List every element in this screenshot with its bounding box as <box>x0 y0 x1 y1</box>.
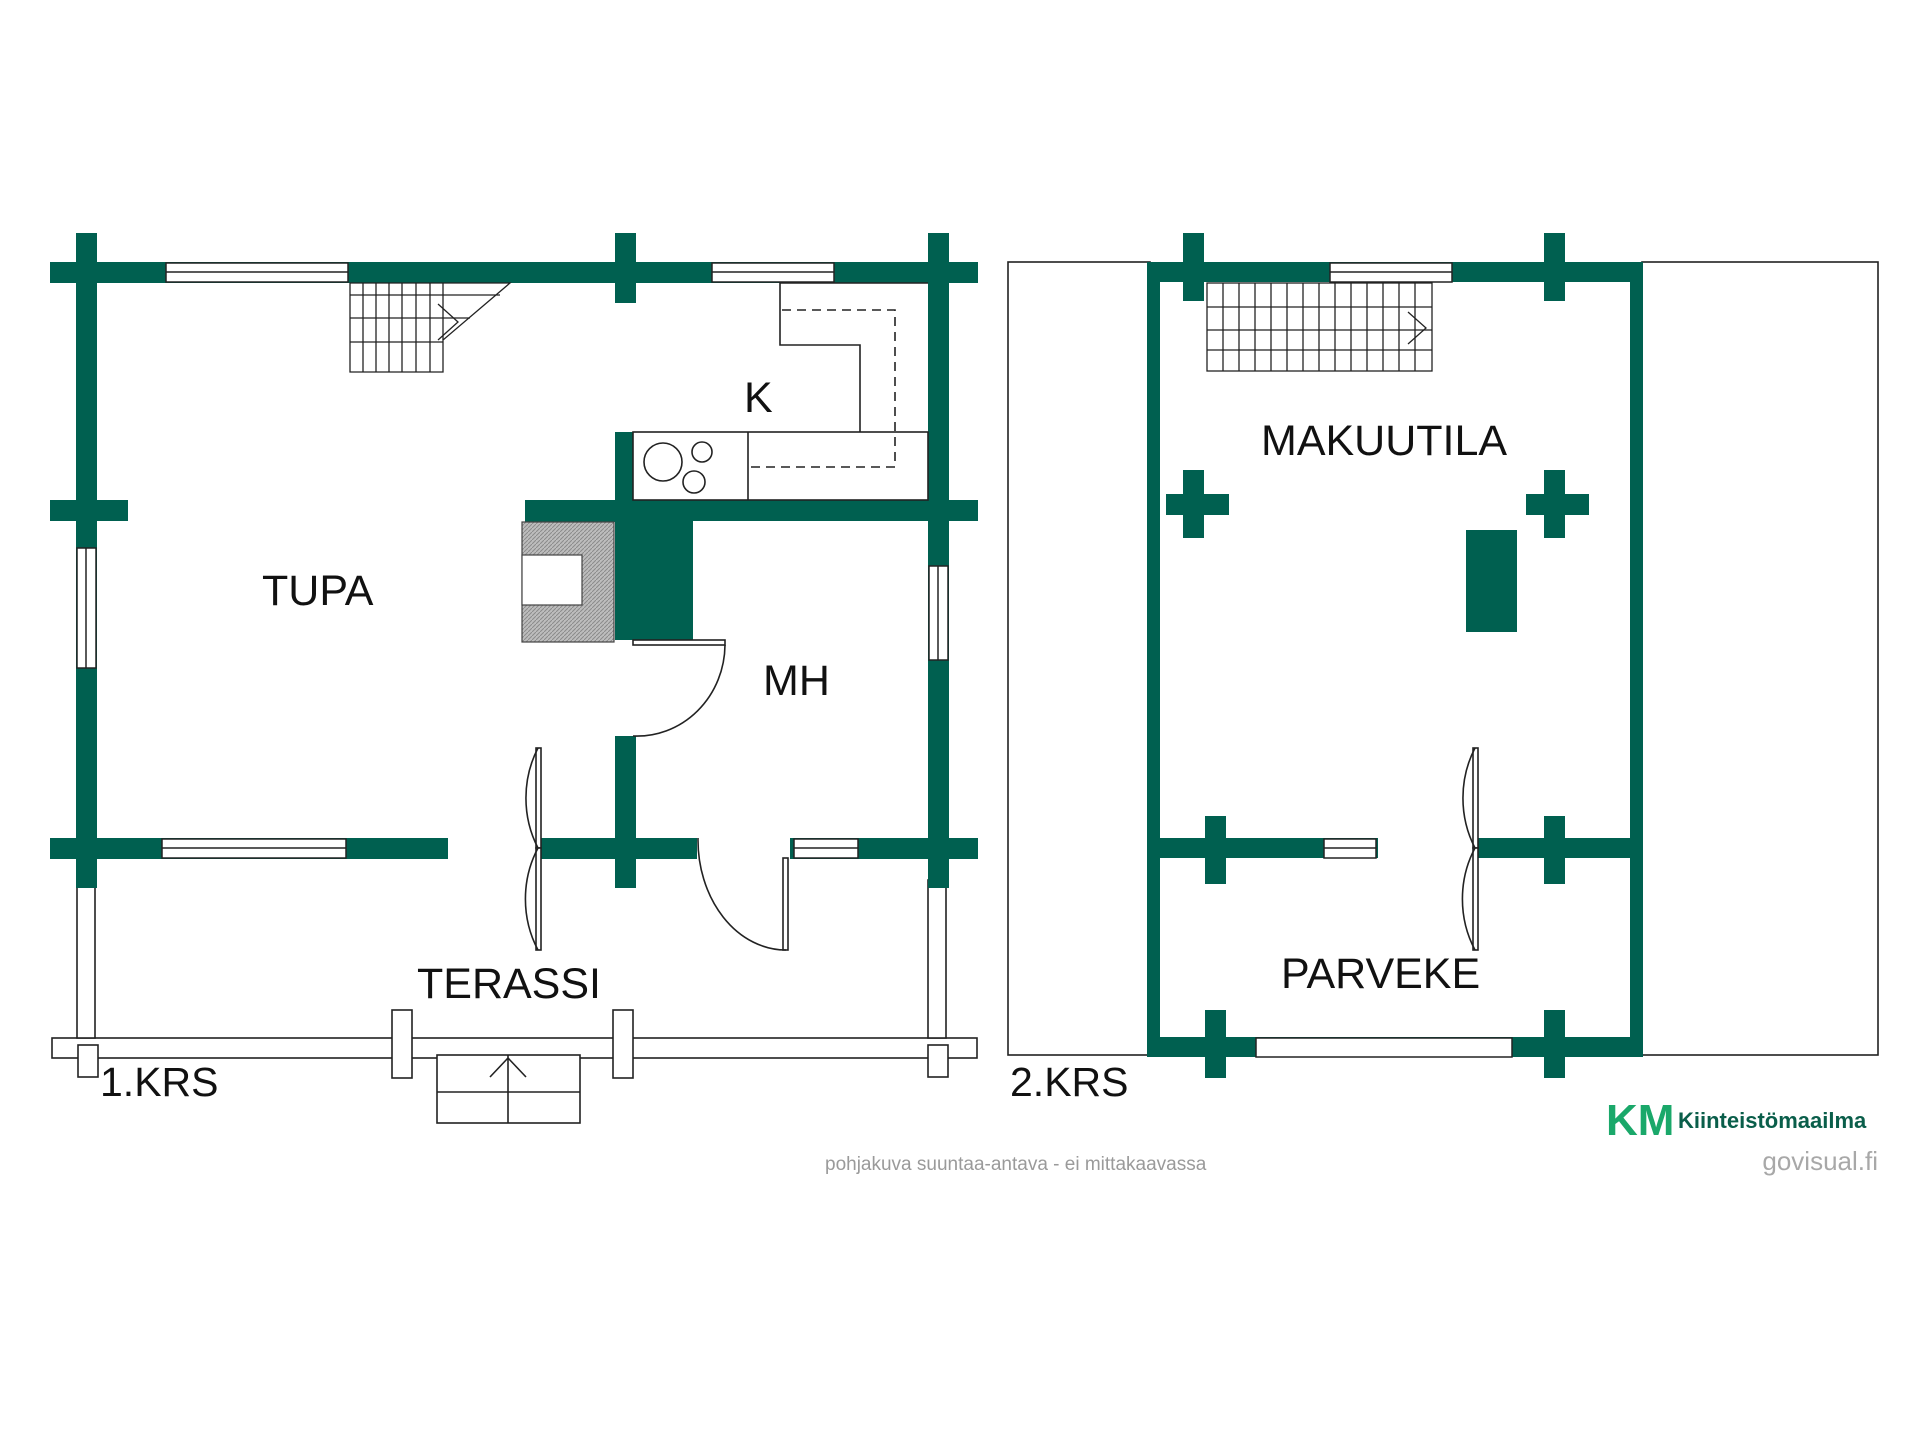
second-floor-stairs <box>1206 282 1433 372</box>
first-floor-doors <box>524 639 789 951</box>
second-floor-windows <box>1255 262 1513 1058</box>
room-label-tupa: TUPA <box>262 567 374 615</box>
website-label: govisual.fi <box>1762 1146 1878 1176</box>
entrance-steps <box>436 1054 581 1124</box>
kitchen-counter <box>632 282 929 501</box>
balcony-door <box>1378 747 1479 951</box>
first-floor-walls <box>50 233 978 888</box>
second-floor-plan: MAKUUTILA PARVEKE 2.KRS <box>1007 233 1879 1105</box>
roof-slopes <box>1007 261 1879 1056</box>
terrace-railing <box>51 879 978 1079</box>
brand-name: Kiinteistömaailma <box>1678 1108 1867 1133</box>
disclaimer-note: pohjakuva suuntaa-antava - ei mittakaava… <box>825 1154 1207 1175</box>
room-label-kitchen: K <box>744 374 773 422</box>
floor-label-second: 2.KRS <box>1010 1059 1129 1105</box>
room-label-mh: MH <box>763 657 830 705</box>
room-label-terassi: TERASSI <box>417 960 601 1008</box>
logo-mark: KM <box>1606 1096 1674 1145</box>
fireplace <box>521 521 615 643</box>
first-floor-door-openings <box>448 642 790 860</box>
room-label-parveke: PARVEKE <box>1281 950 1480 998</box>
first-floor-stairs <box>349 282 512 373</box>
first-floor-plan: TUPA K MH TERASSI 1.KRS <box>50 233 978 1124</box>
kiinteistomaailma-logo: KM Kiinteistömaailma <box>1606 1096 1867 1145</box>
room-label-makuutila: MAKUUTILA <box>1261 417 1507 465</box>
floor-label-first: 1.KRS <box>100 1059 219 1105</box>
first-floor-windows <box>76 262 949 859</box>
